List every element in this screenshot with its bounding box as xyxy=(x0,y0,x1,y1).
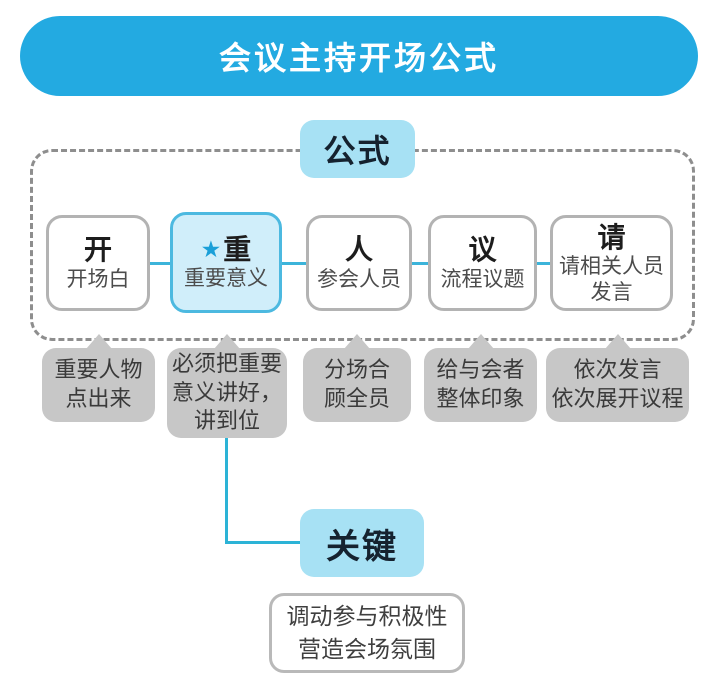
page-title: 会议主持开场公式 xyxy=(218,40,499,76)
formula-node-kai: 开 开场白 xyxy=(46,215,150,311)
note-bubble: 给与会者 整体印象 xyxy=(424,334,537,422)
formula-node-ren: 人 参会人员 xyxy=(306,215,412,311)
node-key: 人 xyxy=(345,233,373,267)
node-key-text: 重 xyxy=(223,233,252,265)
formula-section-label: 公式 xyxy=(300,120,415,178)
node-connector-line xyxy=(281,262,307,265)
node-key: 开 xyxy=(84,233,112,267)
node-key: ★ 重 xyxy=(201,233,252,267)
node-key: 请 xyxy=(597,221,625,255)
formula-node-yi: 议 流程议题 xyxy=(428,215,537,311)
node-key-text: 人 xyxy=(344,234,373,266)
star-icon: ★ xyxy=(200,235,222,262)
node-key-text: 请 xyxy=(597,221,626,253)
node-desc: 开场白 xyxy=(66,267,130,291)
formula-node-zhong-highlighted: ★ 重 重要意义 xyxy=(170,212,282,313)
note-bubble: 分场合 顾全员 xyxy=(303,334,411,422)
node-key-text: 开 xyxy=(83,234,112,266)
title-banner: 会议主持开场公式 xyxy=(20,16,698,96)
node-connector-line xyxy=(536,262,551,265)
key-label-text: 关键 xyxy=(326,527,398,566)
formula-node-qing: 请 请相关人员 发言 xyxy=(550,215,673,311)
key-note-box: 调动参与积极性 营造会场氛围 xyxy=(269,593,465,673)
node-key: 议 xyxy=(468,233,496,267)
node-desc: 重要意义 xyxy=(184,267,268,291)
note-bubble: 依次发言 依次展开议程 xyxy=(546,334,689,422)
node-desc: 参会人员 xyxy=(317,267,401,291)
note-bubble-important: 必须把重要 意义讲好， 讲到位 xyxy=(167,334,287,438)
key-section-label: 关键 xyxy=(300,509,424,577)
key-connector-vertical-line xyxy=(225,436,228,544)
formula-label-text: 公式 xyxy=(323,133,392,169)
key-connector-horizontal-line xyxy=(225,541,302,544)
node-connector-line xyxy=(149,262,171,265)
node-desc: 流程议题 xyxy=(440,267,525,291)
note-bubble: 重要人物 点出来 xyxy=(42,334,155,422)
node-connector-line xyxy=(411,262,429,265)
node-key-text: 议 xyxy=(468,234,497,266)
node-desc: 请相关人员 发言 xyxy=(559,255,664,304)
